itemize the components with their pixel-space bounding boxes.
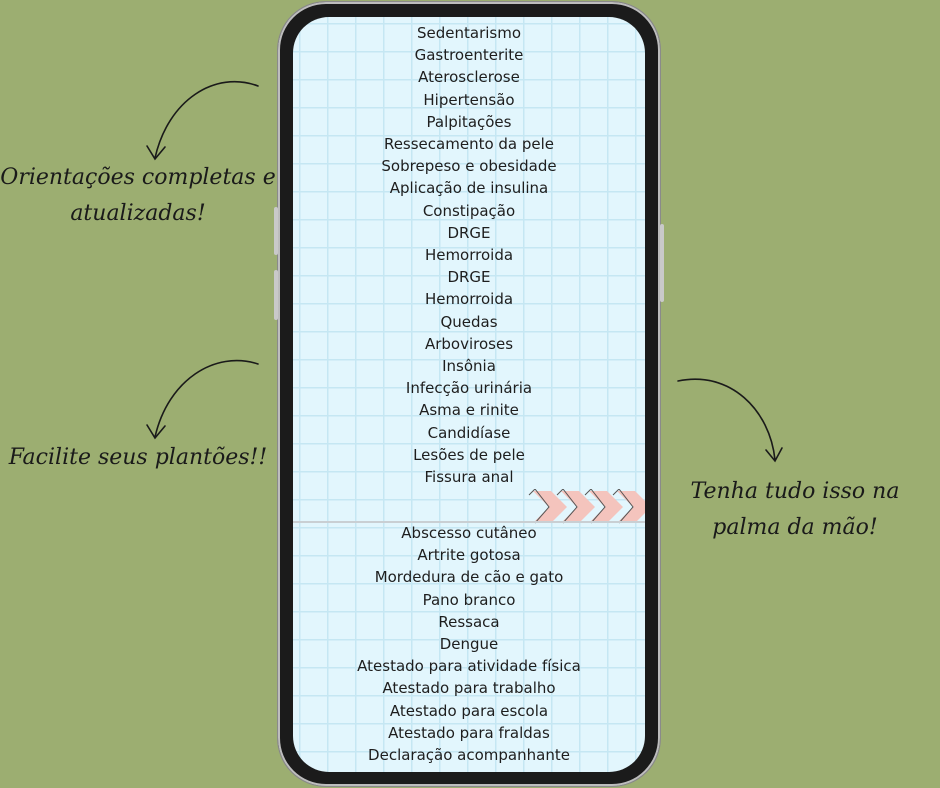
curved-arrow-icon xyxy=(677,378,776,461)
list-item: Candidíase xyxy=(427,423,511,442)
list-item: Infecção urinária xyxy=(405,379,533,398)
note-text: palma da mão! xyxy=(712,515,878,540)
list-item: Aterosclerose xyxy=(418,68,520,87)
list-item: Gastroenterite xyxy=(414,46,524,65)
arrow-head-icon xyxy=(146,145,166,161)
note-palma: Tenha tudo isso na palma da mão! xyxy=(675,474,915,546)
list-item: Hemorroida xyxy=(424,246,514,265)
chevron-outline xyxy=(556,489,578,524)
list-item: Ressaca xyxy=(438,612,500,631)
list-item: DRGE xyxy=(447,268,491,287)
list-item: Atestado para escola xyxy=(389,701,549,720)
list-item: Quedas xyxy=(440,312,498,331)
note-text: Facilite seus plantões!! xyxy=(8,445,268,470)
list-item: Lesões de pele xyxy=(413,445,525,464)
list-item: Declaração acompanhante xyxy=(368,746,570,765)
list-item: Palpitações xyxy=(426,112,512,131)
phone-volume-button xyxy=(274,207,278,255)
note-orientacoes: Orientações completas e atualizadas! xyxy=(0,160,276,232)
phone-power-button xyxy=(660,224,664,302)
curved-arrow-icon xyxy=(154,81,259,159)
list-item: Constipação xyxy=(422,201,516,220)
list-item: Atestado para fraldas xyxy=(388,723,550,742)
chevron-outline xyxy=(584,489,606,524)
note-plantoes: Facilite seus plantões!! xyxy=(0,440,276,476)
divider xyxy=(293,521,645,523)
list-item: Arboviroses xyxy=(424,334,514,353)
list-item: Mordedura de cão e gato xyxy=(374,568,564,587)
list-item: Atestado para atividade física xyxy=(357,657,581,676)
list-item: Hemorroida xyxy=(424,290,514,309)
arrow-head-icon xyxy=(146,424,166,440)
note-text: atualizadas! xyxy=(70,201,206,226)
phone-volume-button xyxy=(274,270,278,320)
chevron-icon xyxy=(617,491,645,523)
list-item: Ressecamento da pele xyxy=(383,135,555,154)
list-item: Insônia xyxy=(442,357,496,376)
list-item: Hipertensão xyxy=(423,90,515,109)
list-item: Sedentarismo xyxy=(416,24,522,42)
chevron-outline xyxy=(528,489,550,524)
list-item: Fissura anal xyxy=(424,468,514,487)
arrow-head-icon xyxy=(765,447,783,463)
list-item: Sobrepeso e obesidade xyxy=(381,157,557,176)
note-text: Tenha tudo isso na xyxy=(690,479,900,504)
list-item: Abscesso cutâneo xyxy=(401,524,537,542)
curved-arrow-icon xyxy=(154,359,259,438)
list-item: Atestado para trabalho xyxy=(382,679,556,698)
chevron-arrows-icon xyxy=(528,489,645,524)
list-item: Artrite gotosa xyxy=(417,546,521,565)
chevron-outline xyxy=(612,489,634,524)
list-item: Aplicação de insulina xyxy=(389,179,549,198)
list-item: DRGE xyxy=(447,223,491,242)
list-item: Asma e rinite xyxy=(419,401,519,420)
list-item: Pano branco xyxy=(422,590,516,609)
list-item: Dengue xyxy=(439,635,499,654)
note-text: Orientações completas e xyxy=(0,165,276,190)
